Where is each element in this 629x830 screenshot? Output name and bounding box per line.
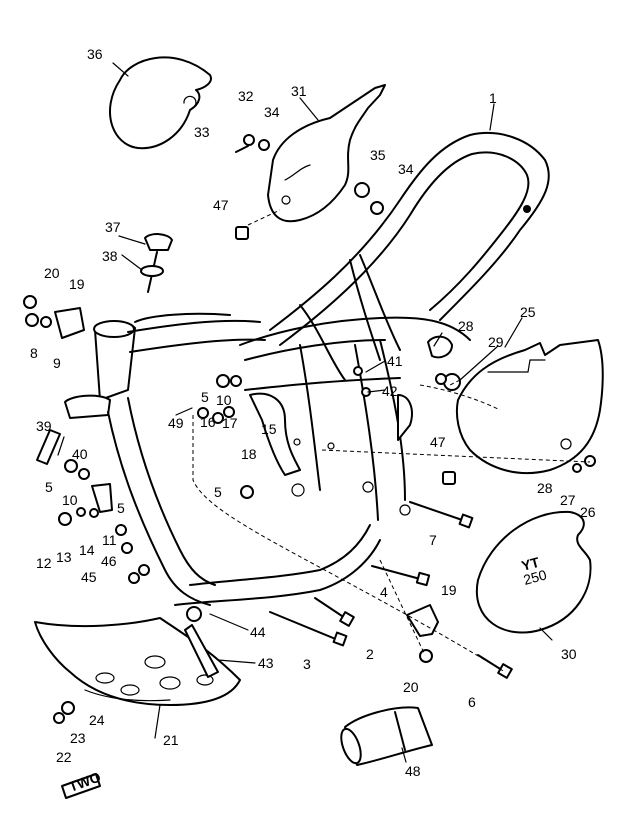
callout-45: 45 xyxy=(81,569,97,585)
callout-46: 46 xyxy=(101,553,117,569)
callout-7: 7 xyxy=(429,532,437,548)
callout-42: 42 xyxy=(382,383,398,399)
callout-14: 14 xyxy=(79,542,95,558)
number-plate-36 xyxy=(109,56,212,150)
callout-44: 44 xyxy=(250,624,266,640)
callout-41: 41 xyxy=(387,353,403,369)
callout-23: 23 xyxy=(70,730,86,746)
callout-48: 48 xyxy=(405,763,421,779)
callout-30: 30 xyxy=(561,646,577,662)
callout-29: 29 xyxy=(488,334,504,350)
callout-19b: 19 xyxy=(441,582,457,598)
callout-16: 16 xyxy=(200,414,216,430)
number-plate-30: YT 250 xyxy=(475,510,592,634)
callout-20b: 20 xyxy=(403,679,419,695)
callout-18: 18 xyxy=(241,446,257,462)
callout-13: 13 xyxy=(56,549,72,565)
callout-5a: 5 xyxy=(45,479,53,495)
callout-28b: 28 xyxy=(537,480,553,496)
callout-8: 8 xyxy=(30,345,38,361)
callout-2: 2 xyxy=(366,646,374,662)
bolt-7 xyxy=(409,501,474,529)
callout-22: 22 xyxy=(56,749,72,765)
callout-10b: 10 xyxy=(216,392,232,408)
callout-6: 6 xyxy=(468,694,476,710)
callout-5d: 5 xyxy=(201,389,209,405)
leader-lines xyxy=(57,62,591,763)
bolt-4 xyxy=(371,565,431,587)
bracket-19a xyxy=(54,307,85,339)
bolt-2 xyxy=(314,597,355,627)
callout-26: 26 xyxy=(580,504,596,520)
callout-11: 11 xyxy=(102,532,117,548)
fasteners xyxy=(23,134,596,724)
callout-43: 43 xyxy=(258,655,274,671)
shock-43 xyxy=(184,624,219,678)
callout-5c: 5 xyxy=(214,484,222,500)
callout-39: 39 xyxy=(36,418,52,434)
main-frame-1 xyxy=(64,131,550,606)
callout-10a: 10 xyxy=(62,492,78,508)
bracket-11 xyxy=(91,483,113,513)
plate-model-text: 250 xyxy=(522,566,549,588)
callout-labels: 1 2 3 4 5 5 5 5 6 7 8 9 10 10 11 12 13 1… xyxy=(30,46,596,779)
callout-35: 35 xyxy=(370,147,386,163)
callout-27: 27 xyxy=(560,492,576,508)
callout-17: 17 xyxy=(222,415,238,431)
callout-31: 31 xyxy=(291,83,307,99)
callout-3: 3 xyxy=(303,656,311,672)
side-cover-25 xyxy=(455,339,604,474)
callout-38: 38 xyxy=(102,248,118,264)
callout-5b: 5 xyxy=(117,500,125,516)
plate-number-text: YT xyxy=(520,554,542,574)
callout-36: 36 xyxy=(87,46,103,62)
callout-20a: 20 xyxy=(44,265,60,281)
callout-34a: 34 xyxy=(264,104,280,120)
side-cover-31 xyxy=(267,84,386,223)
frame-protector-48 xyxy=(340,706,433,766)
callout-47a: 47 xyxy=(213,197,229,213)
bolt-47 xyxy=(235,226,249,240)
callout-12: 12 xyxy=(36,555,52,571)
rubber-28 xyxy=(427,335,453,359)
callout-9: 9 xyxy=(53,355,61,371)
callout-15: 15 xyxy=(261,421,277,437)
callout-32: 32 xyxy=(238,88,254,104)
callout-24: 24 xyxy=(89,712,105,728)
callout-37: 37 xyxy=(105,219,121,235)
callout-25: 25 xyxy=(520,304,536,320)
callout-28a: 28 xyxy=(458,318,474,334)
callout-40: 40 xyxy=(72,446,88,462)
bolt-3 xyxy=(269,611,348,647)
bolt-39 xyxy=(36,429,61,465)
callout-21: 21 xyxy=(163,732,179,748)
callout-33: 33 xyxy=(194,124,210,140)
washer-38 xyxy=(140,265,164,277)
callout-4: 4 xyxy=(380,584,388,600)
callout-47b: 47 xyxy=(430,434,446,450)
bolt-47b xyxy=(442,471,456,485)
callout-49: 49 xyxy=(168,415,184,431)
corner-badge: TWO xyxy=(61,769,103,799)
callout-34b: 34 xyxy=(398,161,414,177)
post-37 xyxy=(144,233,173,293)
callout-1: 1 xyxy=(489,90,497,106)
callout-19a: 19 xyxy=(69,276,85,292)
bracket-19b xyxy=(406,604,439,637)
